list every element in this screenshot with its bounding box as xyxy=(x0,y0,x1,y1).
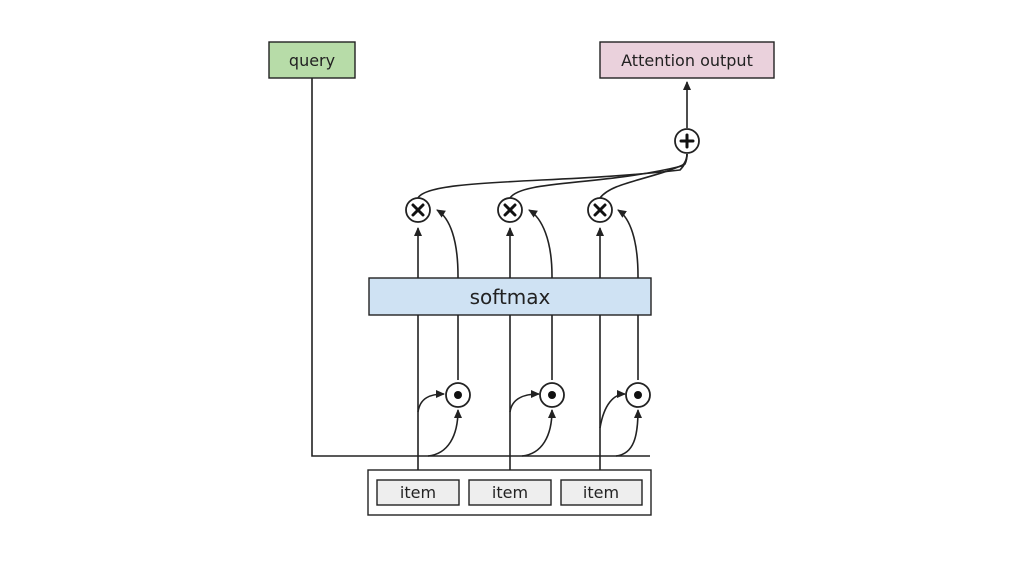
query-node: query xyxy=(268,41,356,79)
query-box xyxy=(268,41,356,79)
item-box-3 xyxy=(560,479,643,506)
query-to-dot2-wire xyxy=(521,409,556,457)
softmax-node: softmax xyxy=(368,277,652,316)
output-node: Attention output xyxy=(599,41,775,79)
mult3-to-sum-wire xyxy=(599,153,688,199)
softmax-box xyxy=(368,277,652,316)
query-to-dot1-wire xyxy=(427,409,462,457)
item1-to-dot-wire xyxy=(417,390,445,413)
dot1-to-mult1-wire xyxy=(436,209,459,380)
query-label: query xyxy=(289,51,335,70)
dot3-to-mult3-wire xyxy=(617,209,639,380)
query-to-dot3-wire xyxy=(615,409,642,457)
wires xyxy=(311,78,691,480)
output-box xyxy=(599,41,775,79)
item2-to-dot-wire xyxy=(509,390,540,413)
multiply-icon xyxy=(497,197,523,223)
multiply-icon xyxy=(405,197,431,223)
multiply-icon xyxy=(587,197,613,223)
sum-icon xyxy=(674,128,700,154)
item-label-3: item xyxy=(583,483,619,502)
item-box-2 xyxy=(468,479,552,506)
dot2-to-mult2-wire xyxy=(528,209,553,380)
softmax-label: softmax xyxy=(470,285,551,309)
items-container: item item item xyxy=(367,469,652,516)
item-label-2: item xyxy=(492,483,528,502)
output-label: Attention output xyxy=(621,51,753,70)
dot-product-icon xyxy=(539,382,565,408)
query-wire xyxy=(311,78,650,457)
mult2-to-sum-wire xyxy=(509,153,688,199)
dot-product-icon xyxy=(625,382,651,408)
item-label-1: item xyxy=(400,483,436,502)
mult1-to-sum-wire xyxy=(417,153,688,199)
dot-product-icon xyxy=(445,382,471,408)
item-box-1 xyxy=(376,479,460,506)
item3-to-dot-wire xyxy=(599,390,626,429)
